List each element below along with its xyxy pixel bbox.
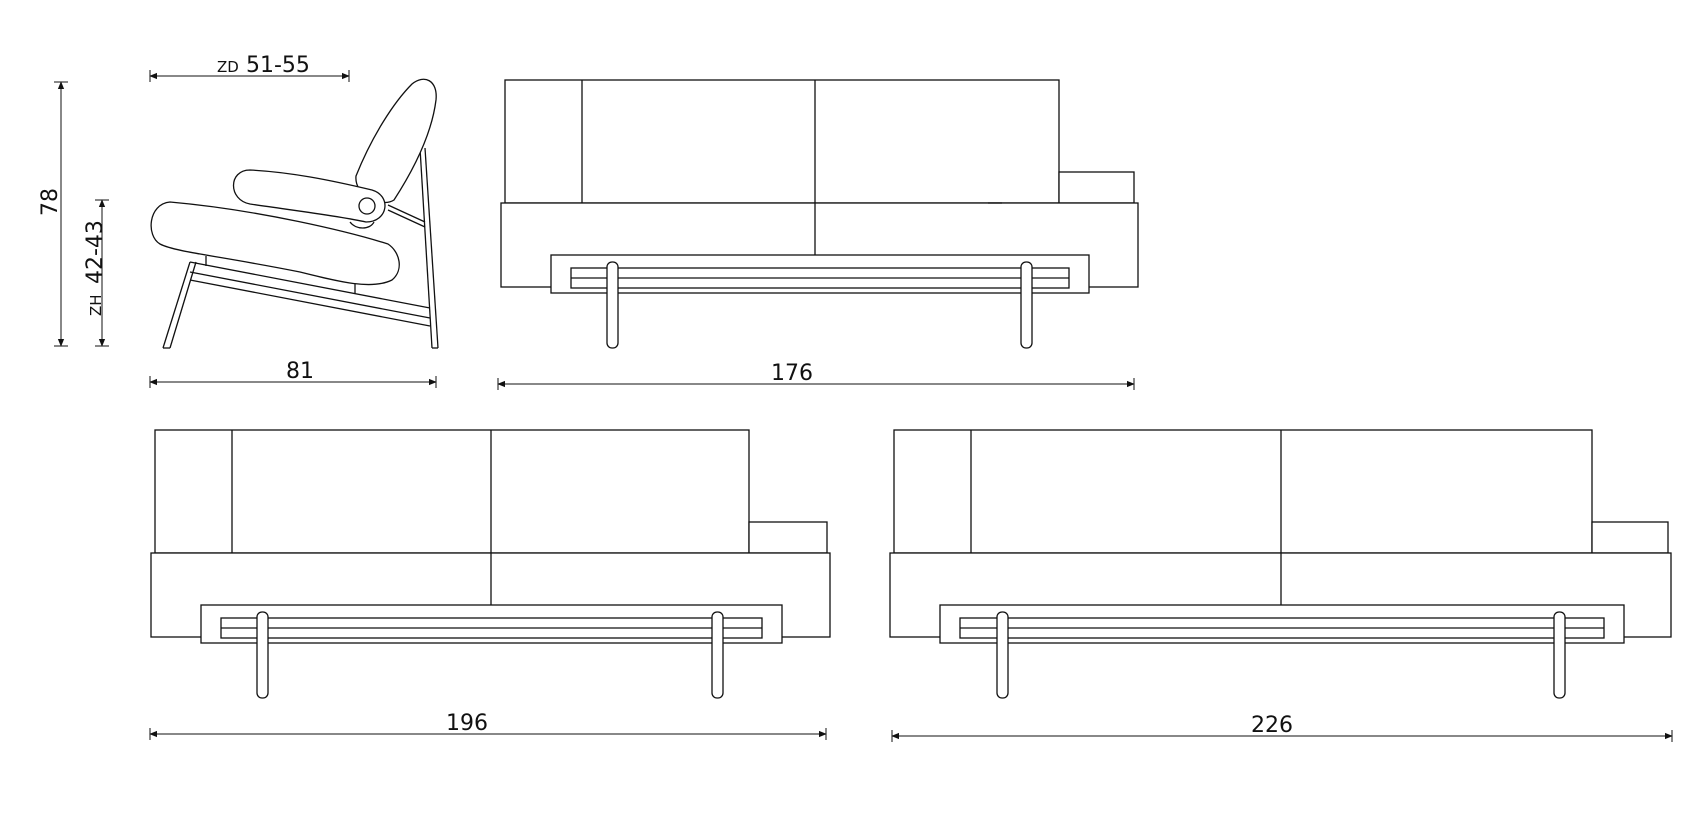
width-196-label: 196 bbox=[446, 711, 488, 736]
side-back-cushion bbox=[355, 78, 437, 204]
side-armrest bbox=[233, 169, 386, 223]
total-height-dimension: 78 bbox=[38, 81, 68, 347]
seat-height-label: 42-43 bbox=[83, 220, 108, 284]
side-depth-dimension: 81 bbox=[149, 359, 437, 388]
side-view bbox=[150, 78, 439, 349]
side-armrest-knob bbox=[358, 197, 376, 215]
seat-depth-prefix: ZD bbox=[217, 58, 239, 76]
width-226-dimension: 226 bbox=[891, 713, 1673, 742]
side-seat-cushion bbox=[150, 201, 400, 286]
width-196-dimension: 196 bbox=[149, 711, 827, 740]
side-frame bbox=[162, 147, 439, 349]
width-226-label: 226 bbox=[1251, 713, 1293, 738]
width-176-dimension: 176 bbox=[497, 361, 1135, 390]
total-height-label: 78 bbox=[38, 188, 63, 216]
front-view-196 bbox=[150, 429, 831, 699]
seat-depth-dimension: ZD 51-55 bbox=[149, 53, 350, 82]
seat-depth-label: 51-55 bbox=[246, 53, 310, 78]
front-view-176 bbox=[500, 79, 1139, 349]
width-176-label: 176 bbox=[771, 361, 813, 386]
seat-height-dimension: ZH 42-43 bbox=[83, 199, 109, 347]
front-view-226 bbox=[889, 429, 1672, 699]
side-depth-label: 81 bbox=[286, 359, 314, 384]
seat-height-prefix: ZH bbox=[87, 294, 105, 316]
